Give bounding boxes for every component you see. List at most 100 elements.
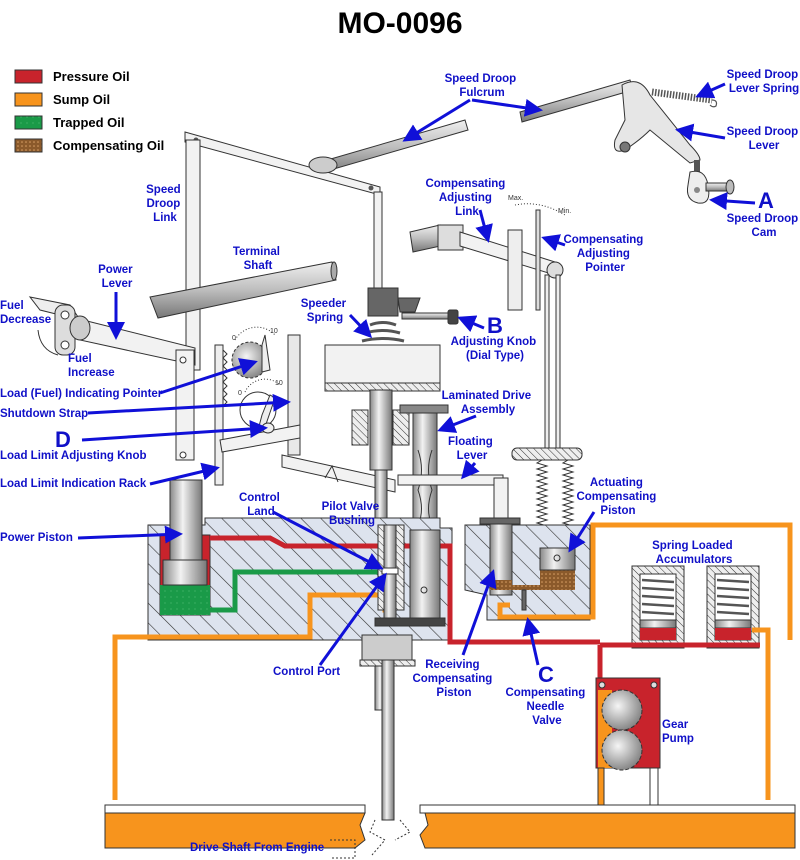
floating-lever-bar [281, 454, 396, 493]
label-floating-lever: Floating Lever [448, 436, 496, 462]
label-pilot-valve-bushing: Pilot Valve Bushing [322, 501, 383, 527]
label-fuel-decrease: Fuel Decrease [0, 300, 51, 326]
adjusting-knob-shaft [401, 312, 453, 320]
label-receiving-compensating-piston: Receiving Compensating Piston [412, 659, 495, 699]
speed-droop-linkage [184, 79, 735, 371]
legend-swatch-sump-oil [14, 92, 43, 107]
label-load-indicating-pointer: Load (Fuel) Indicating Pointer [0, 388, 163, 400]
label-fuel-increase: Fuel Increase [68, 353, 115, 379]
arrow-laminated-drive [437, 414, 477, 433]
arrow-power-piston [77, 525, 183, 544]
spring-loaded-accumulators [600, 565, 771, 800]
speed-droop-fulcrum-rod-right [519, 79, 634, 123]
load-indicating-pointer [261, 334, 271, 373]
arrow-floating-lever [461, 459, 480, 480]
label-load-limit-adjusting-knob: Load Limit Adjusting Knob [0, 450, 147, 462]
callout-b: B [487, 313, 503, 338]
callout-a: A [758, 188, 774, 213]
comp-scale-max: Max. [508, 195, 523, 202]
legend-swatch-compensating-oil [14, 138, 43, 153]
pump-gear-top [601, 689, 643, 731]
legend: Pressure Oil Sump Oil Trapped Oil Compen… [14, 69, 164, 153]
arrow-fulcrum-right [471, 98, 543, 117]
power-piston [169, 479, 203, 571]
legend-label-compensating-oil: Compensating Oil [53, 138, 164, 153]
arrow-c [522, 617, 541, 666]
adjusting-knob [447, 309, 459, 325]
speed-droop-lever-spring [651, 88, 718, 108]
gear-pump [595, 645, 661, 829]
label-speeder-spring: Speeder Spring [301, 298, 350, 324]
accumulator-left [631, 565, 685, 649]
arrow-a [709, 192, 756, 211]
sump-right [419, 812, 796, 849]
control-land [381, 567, 399, 575]
fulcrum-block [308, 156, 338, 174]
actuating-compensating-piston [539, 547, 576, 571]
compensating-oil [490, 568, 575, 590]
limit-scale-zero: 0 [238, 390, 242, 397]
limit-scale-ten: 10 [275, 380, 283, 387]
compensating-adjusting-pointer [535, 209, 541, 311]
arrow-comp-link [475, 209, 493, 243]
arrow-control-land [272, 510, 384, 570]
speed-droop-lever [614, 81, 701, 164]
label-actuating-compensating-piston: Actuating Compensating Piston [576, 477, 659, 517]
diagram-title: MO-0096 [337, 7, 462, 40]
trapped-oil-line [210, 569, 395, 613]
label-speed-droop-fulcrum: Speed Droop Fulcrum [445, 73, 520, 99]
comp-scale-min: Min. [558, 208, 571, 215]
legend-swatch-pressure-oil [14, 69, 43, 84]
label-gear-pump: Gear Pump [662, 719, 694, 745]
arrow-comp-pointer [541, 234, 566, 252]
arrow-b [457, 315, 485, 333]
governor-body [112, 479, 793, 821]
buffer-column [409, 529, 441, 626]
power-piston-link [175, 349, 195, 461]
sump-oil-line-right [497, 522, 793, 640]
accumulator-right [706, 565, 760, 649]
label-compensating-needle-valve: Compensating Needle Valve [505, 687, 588, 727]
sump-left [104, 812, 366, 849]
drive-shaft [381, 659, 395, 821]
label-compensating-adjusting-link: Compensating Adjusting Link [425, 178, 508, 218]
label-power-lever: Power Lever [98, 264, 136, 290]
legend-swatch-trapped-oil [14, 115, 43, 130]
speeder-head [367, 287, 399, 317]
annotations: Speed Droop Fulcrum Speed Droop Lever Sp… [0, 69, 800, 854]
indicator-scale-ten: 10 [270, 328, 278, 335]
load-limit-indication-rack [214, 344, 224, 486]
laminated-drive-gear [399, 404, 449, 414]
arrow-load-rack [149, 462, 220, 486]
indicator-scale-zero: 0 [232, 335, 236, 342]
legend-label-trapped-oil: Trapped Oil [53, 115, 125, 130]
label-speed-droop-cam: Speed Droop Cam [727, 213, 800, 239]
arrow-d [81, 420, 268, 442]
terminal-shaft [149, 261, 337, 319]
label-spring-loaded-accumulators: Spring Loaded Accumulators [652, 540, 736, 566]
arrow-load-pointer [159, 358, 258, 395]
label-drive-shaft: Drive Shaft From Engine [190, 842, 324, 854]
arrow-receiving-piston [461, 569, 497, 656]
legend-label-pressure-oil: Pressure Oil [53, 69, 130, 84]
arrow-speeder-spring [348, 313, 373, 339]
label-adjusting-knob: Adjusting Knob (Dial Type) [451, 336, 540, 362]
label-control-land: Control Land [239, 492, 283, 518]
pump-gear-bottom [601, 729, 643, 771]
legend-label-sump-oil: Sump Oil [53, 92, 110, 107]
label-speed-droop-lever-spring: Speed Droop Lever Spring [727, 69, 800, 95]
sump-base [104, 804, 796, 859]
drive-gear [374, 617, 446, 627]
label-terminal-shaft: Terminal Shaft [233, 246, 283, 272]
label-control-port: Control Port [273, 666, 340, 678]
arrow-lever [675, 123, 726, 142]
compensating-needle-valve [521, 589, 527, 611]
arrow-shutdown-strap [87, 393, 291, 415]
arrow-control-port [318, 572, 387, 666]
label-laminated-drive-assembly: Laminated Drive Assembly [442, 390, 535, 416]
floating-lever [397, 474, 504, 486]
label-speed-droop-link: Speed Droop Link [146, 184, 184, 224]
callout-d: D [55, 427, 71, 452]
label-shutdown-strap: Shutdown Strap [0, 408, 88, 420]
